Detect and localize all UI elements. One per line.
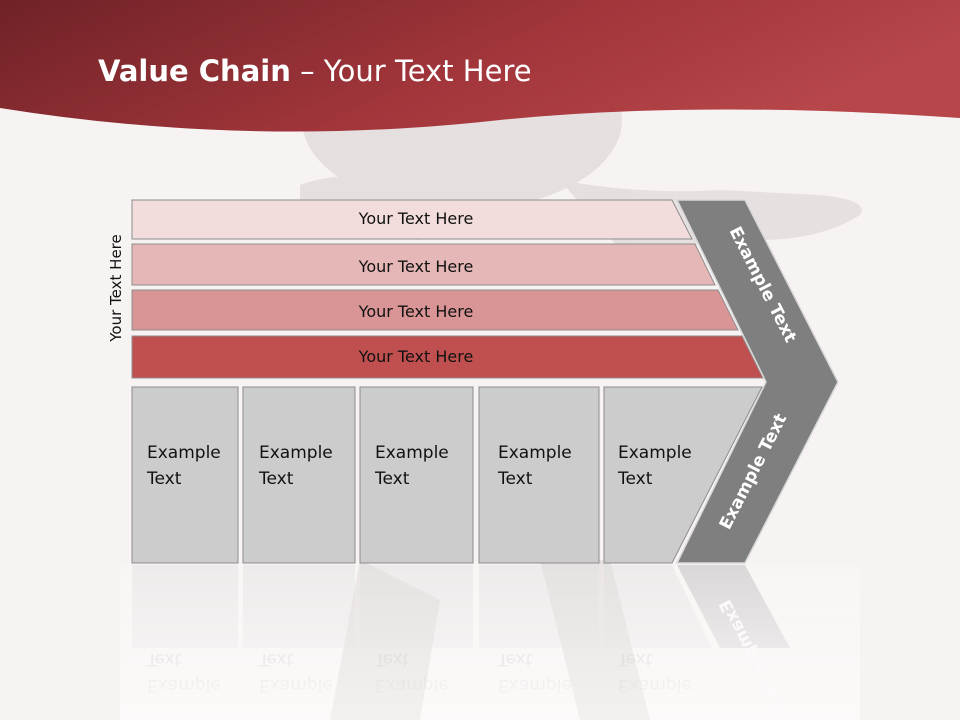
activity-box-4-line1: Example: [498, 443, 572, 463]
header-band: [0, 0, 960, 132]
activity-box-5: [603, 386, 763, 564]
support-bar-1: [131, 199, 693, 240]
support-bar-4: [131, 335, 764, 379]
support-bar-3: [131, 289, 739, 331]
activity-box-3-line1: Example: [375, 443, 449, 463]
support-bar-1-label: Your Text Here: [358, 209, 474, 228]
activity-box-3: [359, 386, 474, 564]
support-bar-4-label: Your Text Here: [358, 347, 474, 366]
diagram-reflection: Example Text Example Text Example Text E…: [120, 565, 860, 720]
slide-title-bold: Value Chain: [98, 54, 291, 88]
activity-box-3-line2: Text: [374, 469, 410, 489]
activity-boxes: Example Text Example Text Example Text E…: [131, 386, 763, 564]
activity-box-5-line1: Example: [618, 443, 692, 463]
slide-title-rest: – Your Text Here: [290, 54, 532, 88]
activity-box-1: [131, 386, 239, 564]
activity-box-5-line2: Text: [617, 469, 653, 489]
support-bar-2-label: Your Text Here: [358, 257, 474, 276]
side-label: Your Text Here: [107, 234, 125, 342]
support-bar-3-label: Your Text Here: [358, 302, 474, 321]
slide-title: Value Chain – Your Text Here: [98, 54, 532, 88]
margin-chevron-shape: [675, 199, 839, 564]
support-bars: Your Text Here Your Text Here Your Text …: [131, 199, 764, 379]
activity-box-4: [478, 386, 600, 564]
activity-box-1-line1: Example: [147, 443, 221, 463]
activity-box-1-line2: Text: [146, 469, 182, 489]
activity-box-2: [242, 386, 356, 564]
support-bar-2: [131, 243, 716, 286]
activity-box-4-line2: Text: [497, 469, 533, 489]
activity-box-2-line1: Example: [259, 443, 333, 463]
activity-box-2-line2: Text: [258, 469, 294, 489]
